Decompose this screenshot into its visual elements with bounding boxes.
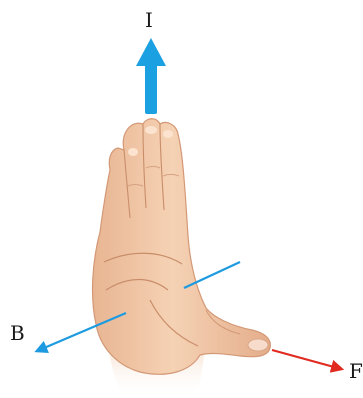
current-arrow — [136, 38, 166, 114]
force-arrow — [271, 348, 345, 373]
label-force: F — [349, 359, 363, 383]
label-field: B — [10, 321, 25, 345]
field-arrow — [34, 261, 241, 354]
label-current: I — [145, 8, 153, 32]
hand-icon — [91, 118, 271, 398]
